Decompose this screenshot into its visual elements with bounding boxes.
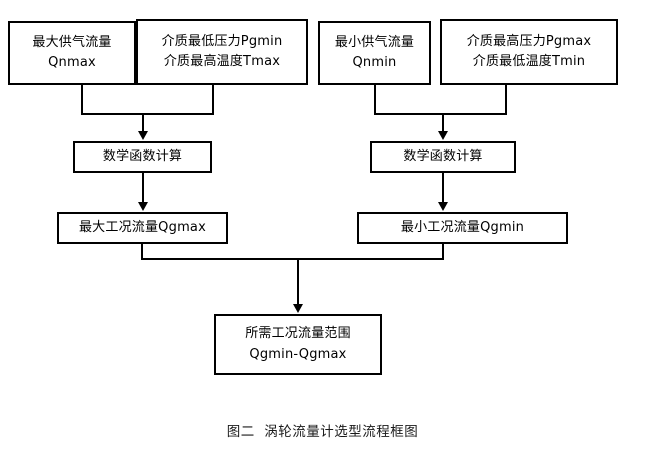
node-min-working-flow-line1: 最小工况流量Qgmin [400, 219, 525, 235]
node-min-supply-flow-line2: Qnmin [352, 55, 397, 70]
connector-left-merge-bar [81, 113, 214, 115]
connector-max-supply-drop [81, 85, 83, 115]
connector-left-merge-to-math [142, 113, 144, 133]
arrowhead-math-left-to-maxflow [138, 202, 148, 211]
connector-right-merge-bar [374, 113, 507, 115]
connector-min-supply-drop [374, 85, 376, 115]
node-math-function-left-line1: 数学函数计算 [102, 148, 183, 164]
node-medium-min-pressure-max-temp: 介质最低压力Pgmin 介质最高温度Tmax [136, 19, 308, 85]
node-required-flow-range-line1: 所需工况流量范围 [245, 326, 351, 342]
node-min-working-flow: 最小工况流量Qgmin [357, 212, 568, 244]
node-min-supply-flow-line1: 最小供气流量 [334, 34, 415, 50]
arrowhead-right-to-math [438, 131, 448, 140]
node-max-supply-flow-line1: 最大供气流量 [32, 34, 112, 50]
arrowhead-math-right-to-minflow [438, 202, 448, 211]
connector-maxflow-drop [141, 244, 143, 260]
connector-medium-min-drop [212, 85, 214, 115]
node-max-working-flow-line1: 最大工况流量Qgmax [78, 219, 206, 235]
connector-minflow-drop [442, 244, 444, 260]
node-medium-min-pressure-max-temp-line2: 介质最高温度Tmax [163, 54, 281, 69]
node-medium-max-pressure-min-temp: 介质最高压力Pgmax 介质最低温度Tmin [440, 19, 618, 85]
node-medium-min-pressure-max-temp-line1: 介质最低压力Pgmin [161, 33, 283, 49]
connector-medium-max-drop [505, 85, 507, 115]
connector-math-right-to-minflow [442, 173, 444, 203]
node-max-working-flow: 最大工况流量Qgmax [57, 212, 228, 244]
node-medium-max-pressure-min-temp-line1: 介质最高压力Pgmax [466, 33, 592, 49]
node-math-function-right-line1: 数学函数计算 [403, 148, 483, 164]
node-math-function-right: 数学函数计算 [370, 141, 516, 173]
node-min-supply-flow: 最小供气流量 Qnmin [318, 21, 431, 85]
connector-bottom-merge-bar [141, 258, 444, 260]
arrowhead-left-to-math [138, 131, 148, 140]
figure-caption: 图二 涡轮流量计选型流程框图 [226, 424, 419, 440]
node-required-flow-range-line2: Qgmin-Qgmax [249, 346, 347, 362]
node-max-supply-flow: 最大供气流量 Qnmax [8, 21, 136, 85]
connector-math-left-to-maxflow [142, 173, 144, 203]
node-required-flow-range: 所需工况流量范围 Qgmin-Qgmax [214, 314, 382, 375]
node-medium-max-pressure-min-temp-line2: 介质最低温度Tmin [472, 54, 586, 69]
node-math-function-left: 数学函数计算 [73, 141, 212, 173]
connector-bottom-merge-to-range [297, 258, 299, 306]
arrowhead-to-required-range [293, 304, 303, 313]
connector-right-merge-to-math [442, 113, 444, 133]
node-max-supply-flow-line2: Qnmax [48, 55, 96, 70]
